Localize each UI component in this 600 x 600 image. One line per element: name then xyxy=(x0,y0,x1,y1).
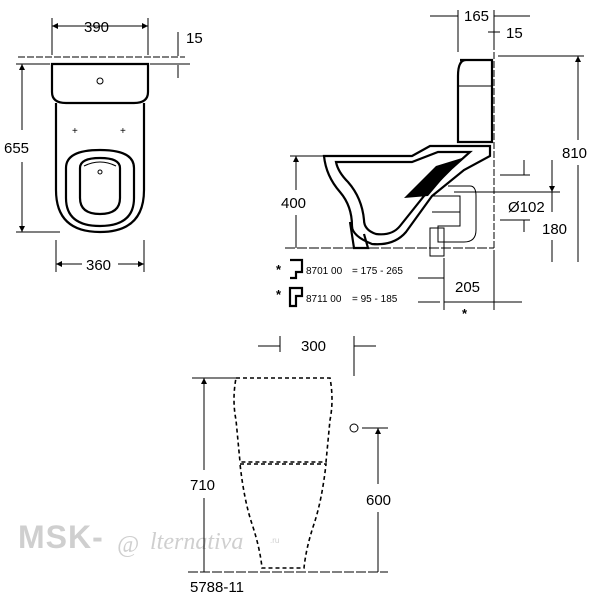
drain-icon xyxy=(97,169,103,175)
dim-front-height: 710 xyxy=(190,477,215,494)
dim-arrow-600 xyxy=(375,428,381,434)
side-view: 165 15 810 180 Ø102 400 xyxy=(276,8,587,321)
trap-fill xyxy=(404,158,462,198)
dim-wall-gap: 15 xyxy=(506,25,523,42)
watermark: MSK- @ lternativa .ru xyxy=(18,519,279,558)
outlet-pipe-top xyxy=(432,195,461,213)
side-bowl-inner xyxy=(334,150,473,236)
dim-total-height: 810 xyxy=(562,145,587,162)
dim-width-top: 390 xyxy=(84,19,109,36)
front-bowl-outline xyxy=(239,463,327,569)
watermark-brand-suffix: .ru xyxy=(270,536,279,545)
accessory-marker: * xyxy=(276,287,282,302)
watermark-brand-right: lternativa xyxy=(150,529,243,555)
front-view: 300 710 600 5788-11 xyxy=(188,336,391,596)
accessory-range: = 175 - 265 xyxy=(352,266,403,277)
flush-button-icon xyxy=(96,77,104,85)
outlet-sleeve xyxy=(429,227,445,257)
dim-outlet-distance: 205 xyxy=(455,279,480,296)
hinge-mark-left: + xyxy=(72,126,78,137)
accessory-range: = 95 - 185 xyxy=(352,294,398,305)
dim-seat-height: 400 xyxy=(281,195,306,212)
watermark-brand-left: MSK- xyxy=(18,519,104,555)
accessory-article: 8701 00 xyxy=(306,266,343,277)
seat-outer-outline xyxy=(64,148,136,228)
hinge-mark-right: + xyxy=(120,126,126,137)
seat-opening-outline xyxy=(78,156,122,216)
pipe-bend-icon xyxy=(290,258,304,280)
dim-arrow-400 xyxy=(293,156,299,162)
dim-offset-top: 15 xyxy=(186,30,203,47)
dim-tank-depth: 165 xyxy=(464,8,489,25)
model-code: 5788-11 xyxy=(190,579,244,596)
top-tank-outline xyxy=(50,62,150,105)
watermark-at-sign: @ xyxy=(117,532,139,558)
top-bowl-outline xyxy=(54,103,146,234)
side-tank-outline xyxy=(456,58,494,144)
accessory-row-1: * 8701 00 = 175 - 265 xyxy=(276,258,403,280)
dim-outlet-height: 180 xyxy=(542,221,567,238)
top-view: 390 15 655 + + 360 xyxy=(4,18,203,274)
accessory-marker: * xyxy=(276,262,282,277)
dim-arrow-710 xyxy=(201,378,207,384)
dim-inlet-height: 600 xyxy=(366,492,391,509)
dim-arrow-180 xyxy=(549,186,555,192)
dim-depth: 655 xyxy=(4,140,29,157)
water-inlet-icon xyxy=(349,423,359,433)
dim-front-width: 300 xyxy=(301,338,326,355)
dim-width-bottom: 360 xyxy=(86,257,111,274)
accessory-row-2: * 8711 00 = 95 - 185 xyxy=(276,286,398,308)
dim-arrow-810 xyxy=(575,56,581,62)
seat-inner-contour xyxy=(83,161,117,167)
outlet-note-marker: * xyxy=(462,306,468,321)
side-bowl-outline xyxy=(322,144,492,246)
accessory-article: 8711 00 xyxy=(306,294,342,305)
dim-outlet-diameter: Ø102 xyxy=(508,199,545,216)
front-tank-outline xyxy=(233,377,333,463)
pipe-straight-icon xyxy=(288,286,304,308)
outlet-connector xyxy=(437,185,477,243)
side-pedestal xyxy=(348,221,370,250)
